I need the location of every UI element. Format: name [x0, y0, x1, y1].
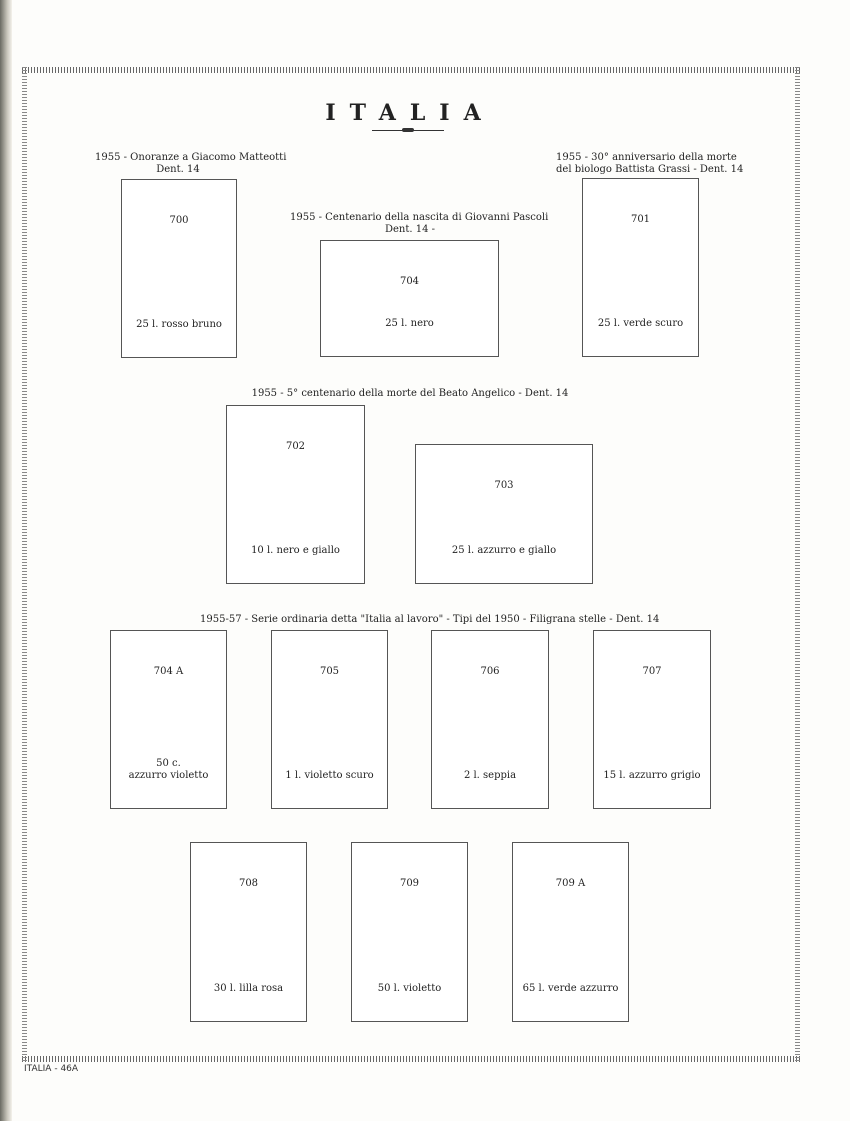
caption-line: Dent. 14	[156, 164, 200, 175]
stamp-number: 709	[399, 878, 420, 889]
caption-line: Dent. 14 -	[384, 224, 436, 235]
caption-line: del biologo Battista Grassi - Dent. 14	[556, 164, 744, 175]
stamp-space: 709 A 65 l. verde azzurro	[512, 842, 629, 1022]
stamp-value: 50 c. azzurro violetto	[128, 758, 209, 781]
stamp-space: 706 2 l. seppia	[431, 630, 549, 809]
stamp-number: 708	[238, 878, 259, 889]
stamp-value: 50 l. violetto	[377, 983, 442, 994]
stamp-number: 701	[630, 214, 651, 225]
stamp-space: 703 25 l. azzurro e giallo	[415, 444, 593, 584]
stamp-value: 25 l. rosso bruno	[136, 319, 222, 330]
stamp-number: 705	[319, 666, 340, 677]
border-right	[795, 67, 800, 1062]
stamp-space: 701 25 l. verde scuro	[582, 178, 699, 357]
stamp-number: 707	[642, 666, 662, 677]
caption-line: 1955 - Centenario della nascita di Giova…	[290, 212, 549, 223]
footer-separator: -	[54, 1064, 58, 1074]
stamp-space: 700 25 l. rosso bruno	[121, 179, 237, 358]
page-title: ITALIA	[325, 100, 495, 126]
binding-spine	[0, 0, 12, 1121]
border-top	[22, 67, 800, 73]
stamp-value: 10 l. nero e giallo	[251, 545, 340, 556]
stamp-number: 702	[285, 441, 306, 452]
footer-country: ITALIA	[24, 1064, 52, 1074]
caption-line: 1955 - Onoranze a Giacomo Matteotti	[95, 152, 287, 163]
stamp-value: 25 l. nero	[385, 318, 434, 329]
caption-line: 1955 - 30° anniversario della morte	[556, 152, 737, 163]
title-ornament	[372, 128, 444, 132]
stamp-value: 25 l. verde scuro	[597, 318, 684, 329]
page-footer: ITALIA - 46A	[24, 1064, 78, 1074]
stamp-number: 703	[494, 480, 514, 491]
stamp-number: 709 A	[555, 878, 586, 889]
stamp-number: 704 A	[153, 666, 184, 677]
caption-lavoro: 1955-57 - Serie ordinaria detta "Italia …	[200, 614, 660, 625]
border-left	[22, 67, 27, 1062]
stamp-value: 2 l. seppia	[463, 770, 517, 781]
stamp-number: 700	[169, 215, 189, 226]
stamp-value: 30 l. lilla rosa	[213, 983, 284, 994]
stamp-number: 704	[399, 276, 420, 287]
stamp-space: 709 50 l. violetto	[351, 842, 468, 1022]
footer-page-number: 46A	[60, 1064, 79, 1074]
border-bottom	[22, 1056, 800, 1062]
stamp-value: 1 l. violetto scuro	[285, 770, 374, 781]
caption-grassi: 1955 - 30° anniversario della morte del …	[556, 152, 744, 176]
stamp-value: 65 l. verde azzurro	[522, 983, 619, 994]
caption-angelico: 1955 - 5° centenario della morte del Bea…	[251, 388, 569, 399]
caption-matteotti: 1955 - Onoranze a Giacomo Matteotti Dent…	[95, 152, 287, 176]
stamp-value: 25 l. azzurro e giallo	[451, 545, 557, 556]
stamp-space: 705 1 l. violetto scuro	[271, 630, 388, 809]
stamp-value: 15 l. azzurro grigio	[603, 770, 701, 781]
caption-pascoli: 1955 - Centenario della nascita di Giova…	[290, 212, 549, 236]
stamp-space: 707 15 l. azzurro grigio	[593, 630, 711, 809]
stamp-space: 704 25 l. nero	[320, 240, 499, 357]
stamp-space: 708 30 l. lilla rosa	[190, 842, 307, 1022]
stamp-space: 704 A 50 c. azzurro violetto	[110, 630, 227, 809]
stamp-space: 702 10 l. nero e giallo	[226, 405, 365, 584]
stamp-number: 706	[480, 666, 500, 677]
